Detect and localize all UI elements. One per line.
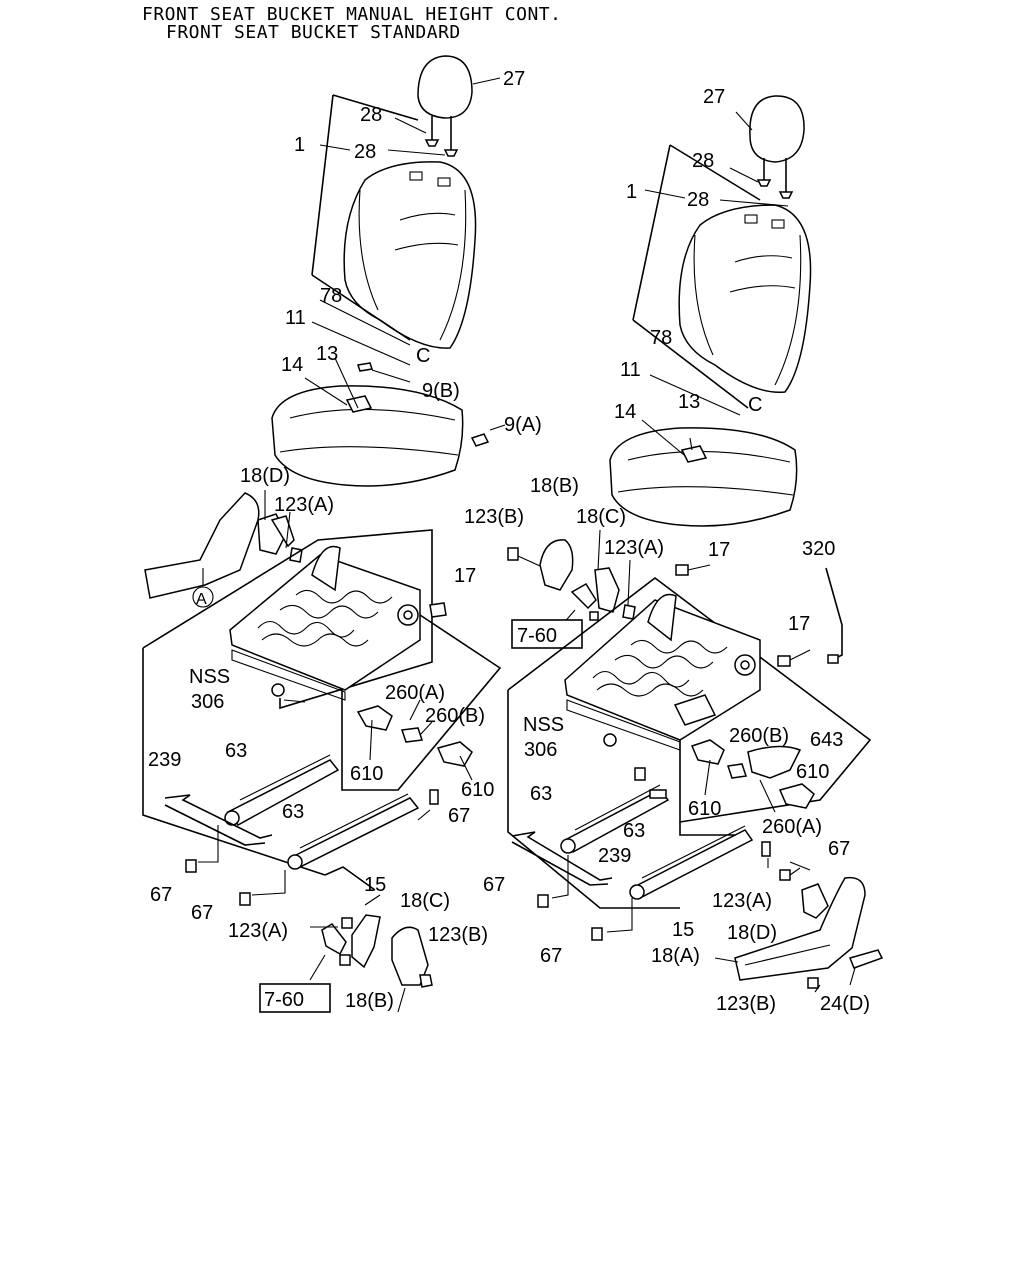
right-seat-assembly — [507, 95, 884, 993]
right-label-123a: 123(A) — [604, 537, 664, 559]
right-seat-back — [678, 204, 812, 394]
left-label-17: 17 — [454, 565, 476, 587]
right-label-67c: 67 — [540, 945, 562, 967]
left-label-63a: 63 — [225, 740, 247, 762]
left-lower-cover — [391, 926, 429, 986]
left-label-18b: 18(B) — [345, 990, 394, 1012]
left-label-28b: 28 — [354, 141, 376, 163]
right-label-239: 239 — [598, 845, 631, 867]
right-label-17b: 17 — [788, 613, 810, 635]
left-side-cover — [144, 492, 260, 599]
left-label-A: A — [196, 591, 207, 608]
right-label-260a: 260(A) — [762, 816, 822, 838]
left-label-78: 78 — [320, 285, 342, 307]
right-label-18b: 18(B) — [530, 475, 579, 497]
right-seat-rails — [511, 767, 771, 933]
right-label-13: 13 — [678, 391, 700, 413]
right-label-28b: 28 — [687, 189, 709, 211]
right-label-123a2: 123(A) — [712, 890, 772, 912]
left-label-306: 306 — [191, 691, 224, 713]
left-label-9b: 9(B) — [422, 380, 460, 402]
right-part-labels: 27 28 1 28 78 11 C 13 14 18(B) 123(B) 18… — [464, 86, 870, 1015]
title-line-1: FRONT SEAT BUCKET MANUAL HEIGHT CONT. — [142, 4, 561, 25]
left-label-NSS: NSS — [189, 666, 230, 688]
left-label-63b: 63 — [282, 801, 304, 823]
right-label-18c: 18(C) — [576, 506, 626, 528]
right-label-260b: 260(B) — [729, 725, 789, 747]
right-headrest — [749, 95, 805, 199]
left-seat-frame — [229, 545, 447, 701]
right-label-63b: 63 — [623, 820, 645, 842]
left-label-260a: 260(A) — [385, 682, 445, 704]
right-seat-frame — [564, 593, 761, 751]
right-label-67a: 67 — [828, 838, 850, 860]
right-label-306: 306 — [524, 739, 557, 761]
left-label-67a: 67 — [448, 805, 470, 827]
right-label-610a: 610 — [796, 761, 829, 783]
left-label-239: 239 — [148, 749, 181, 771]
left-label-27: 27 — [503, 68, 525, 90]
right-label-610b: 610 — [688, 798, 721, 820]
left-label-610a: 610 — [350, 763, 383, 785]
left-label-9a: 9(A) — [504, 414, 542, 436]
right-label-320: 320 — [802, 538, 835, 560]
left-headrest — [417, 55, 473, 157]
right-label-17a: 17 — [708, 539, 730, 561]
right-label-11: 11 — [620, 359, 641, 381]
right-seat-cushion — [609, 427, 798, 527]
right-label-C: C — [748, 394, 762, 416]
right-label-28a: 28 — [692, 150, 714, 172]
right-label-24d: 24(D) — [820, 993, 870, 1015]
left-label-15: 15 — [364, 874, 386, 896]
left-seat-assembly — [142, 55, 506, 1013]
left-label-1: 1 — [294, 134, 305, 156]
right-label-643: 643 — [810, 729, 843, 751]
left-label-7-60: 7-60 — [264, 989, 304, 1011]
left-seat-back — [343, 161, 477, 349]
right-label-18d: 18(D) — [727, 922, 777, 944]
right-label-18a: 18(A) — [651, 945, 700, 967]
left-seat-rails — [164, 754, 439, 896]
left-label-28a: 28 — [360, 104, 382, 126]
left-label-18c: 18(C) — [400, 890, 450, 912]
left-seat-cushion — [271, 362, 490, 487]
left-label-123b: 123(B) — [428, 924, 488, 946]
right-label-67b: 67 — [483, 874, 505, 896]
right-label-78: 78 — [650, 327, 672, 349]
left-label-18d: 18(D) — [240, 465, 290, 487]
left-label-123a2: 123(A) — [228, 920, 288, 942]
right-label-15: 15 — [672, 919, 694, 941]
left-label-13: 13 — [316, 343, 338, 365]
right-label-123b2: 123(B) — [716, 993, 776, 1015]
left-label-260b: 260(B) — [425, 705, 485, 727]
left-label-67c: 67 — [191, 902, 213, 924]
left-label-123a: 123(A) — [274, 494, 334, 516]
title-line-2: FRONT SEAT BUCKET STANDARD — [166, 22, 461, 43]
right-label-7-60: 7-60 — [517, 625, 557, 647]
right-label-63a: 63 — [530, 783, 552, 805]
left-label-67b: 67 — [150, 884, 172, 906]
right-label-NSS: NSS — [523, 714, 564, 736]
left-label-610b: 610 — [461, 779, 494, 801]
right-label-123b: 123(B) — [464, 506, 524, 528]
left-part-labels: 27 28 1 28 78 11 C 13 14 9(B) 9(A) 18(D)… — [148, 68, 542, 1012]
right-label-27: 27 — [703, 86, 725, 108]
left-label-11: 11 — [285, 307, 306, 329]
left-label-14: 14 — [281, 354, 303, 376]
right-side-cover — [734, 876, 866, 981]
right-label-14: 14 — [614, 401, 636, 423]
left-label-C: C — [416, 345, 430, 367]
right-label-1: 1 — [626, 181, 637, 203]
